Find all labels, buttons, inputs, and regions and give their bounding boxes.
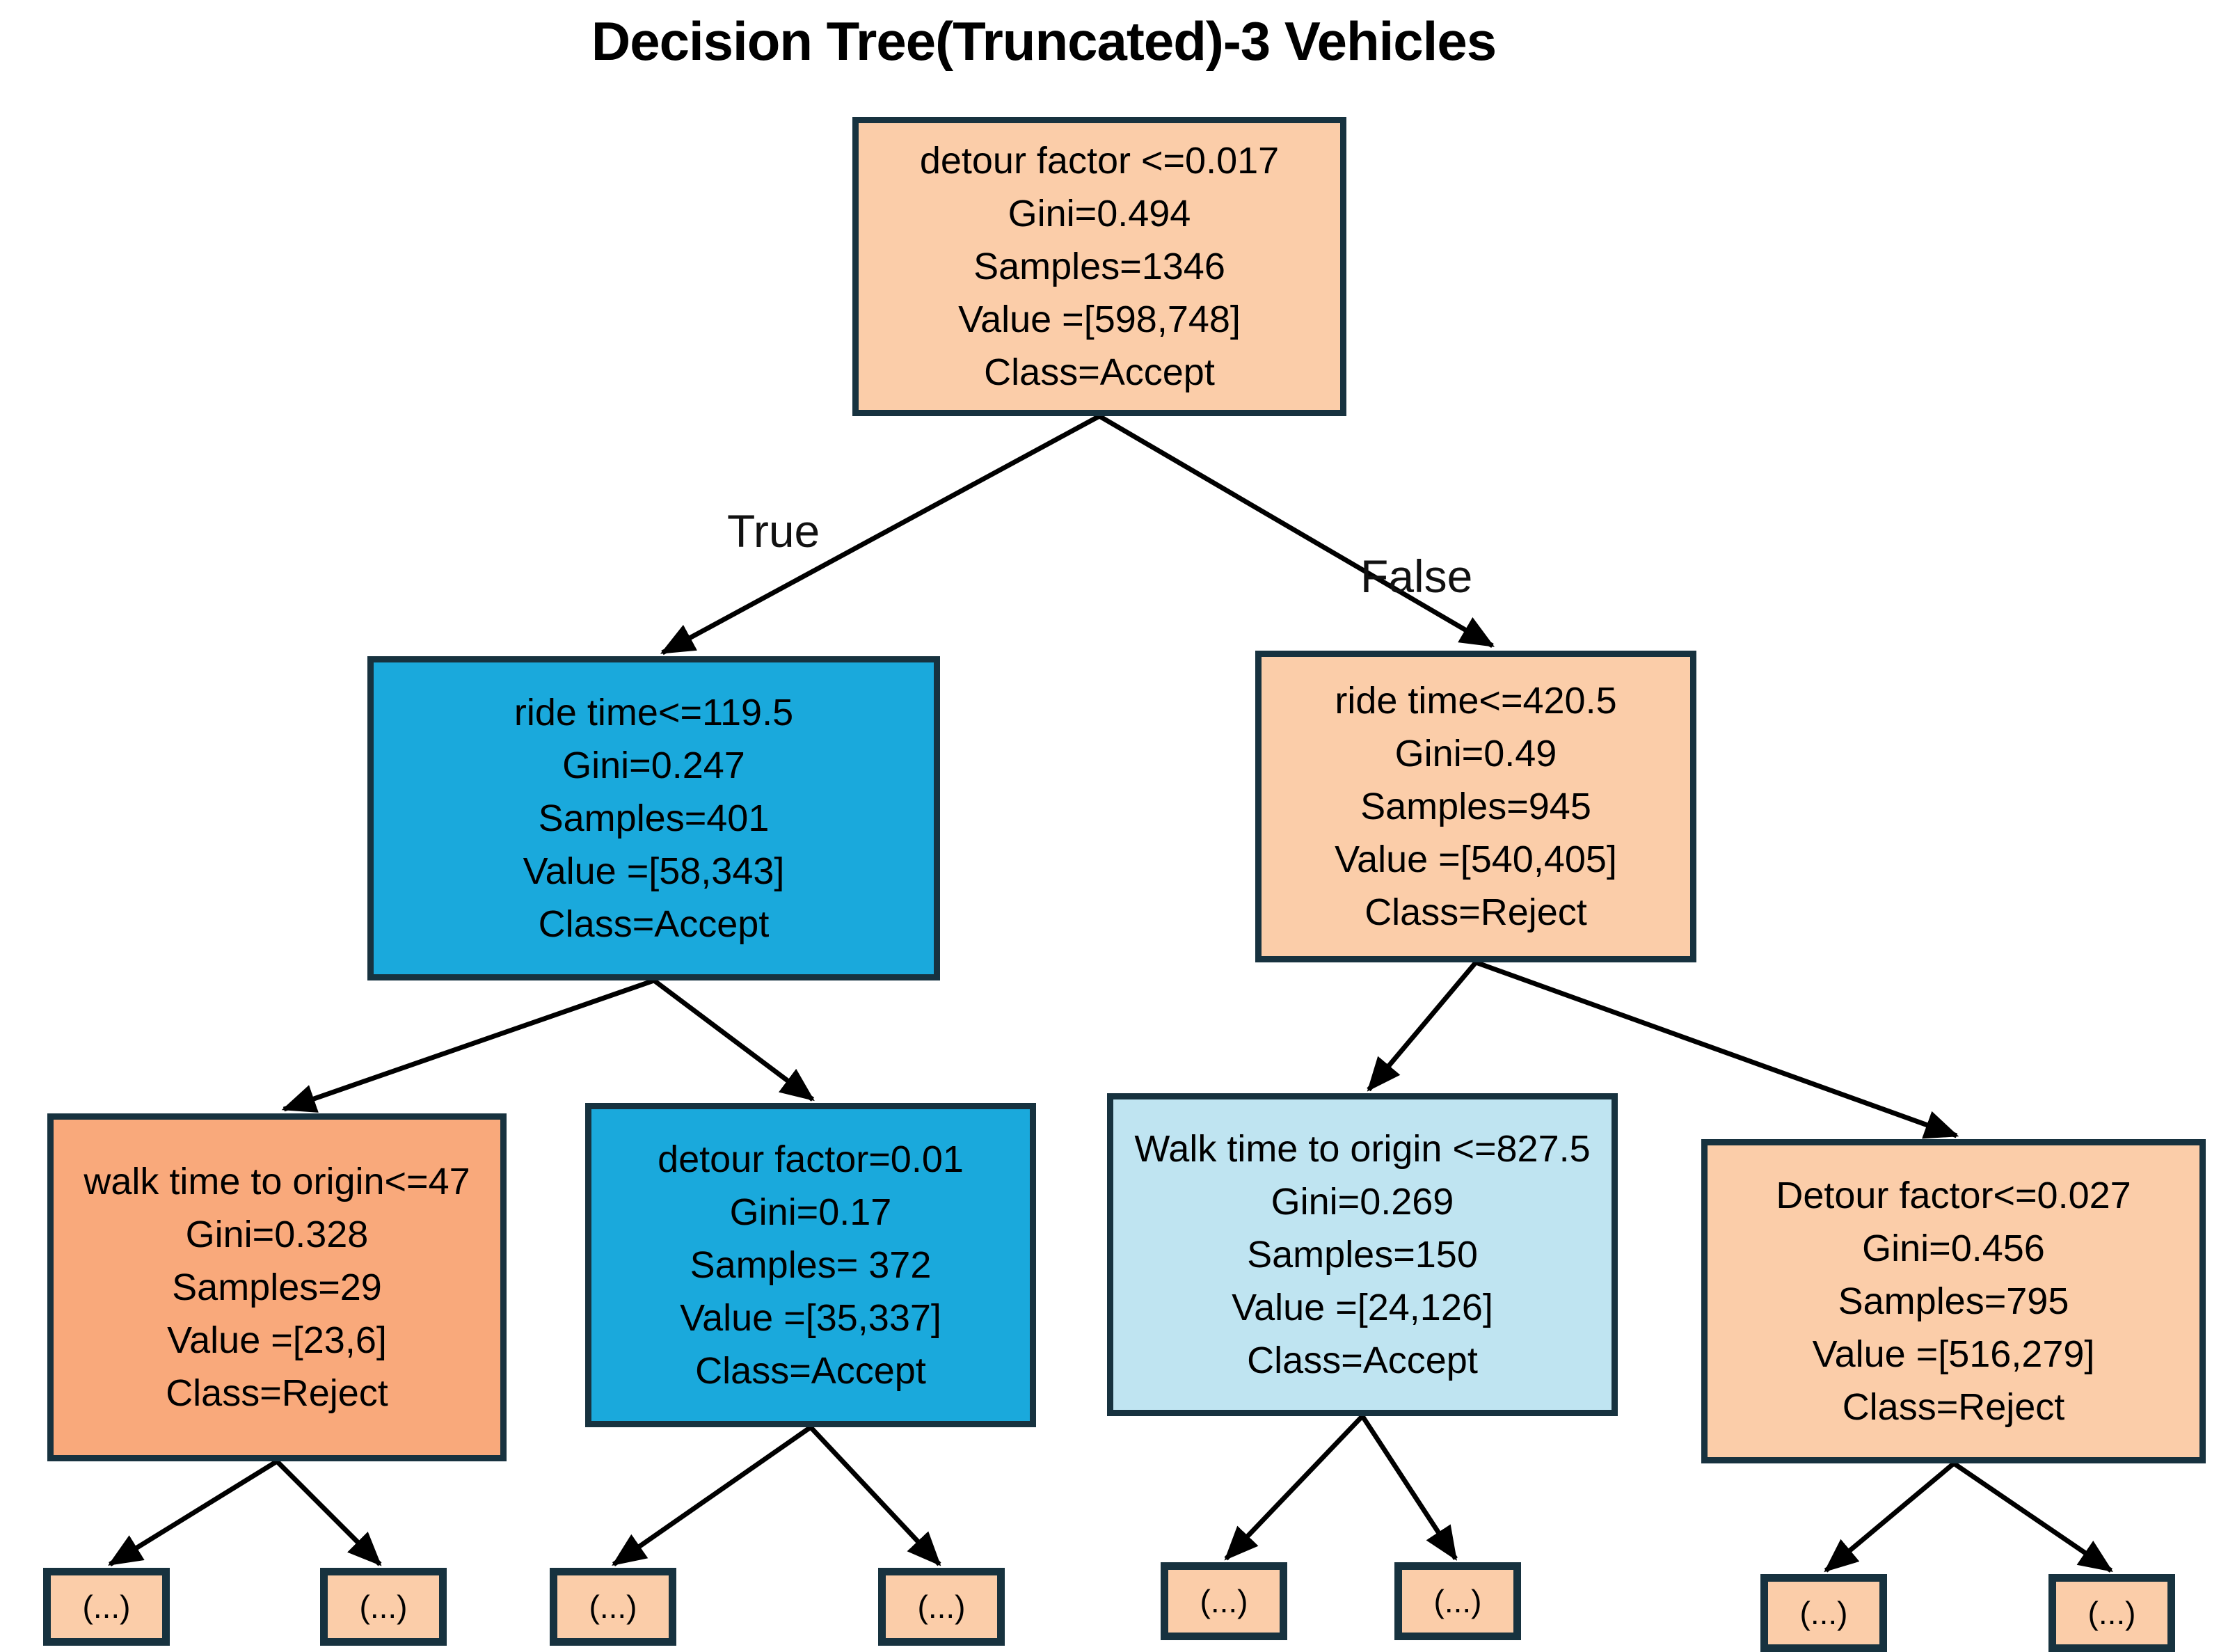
node-class: Class=Accept [984, 351, 1215, 393]
leaf-node-7: (...) [1760, 1574, 1887, 1652]
node-class: Class=Reject [1364, 891, 1587, 933]
tree-node-walk-time-right: Walk time to origin <=827.5 Gini=0.269 S… [1107, 1093, 1618, 1416]
edge-n1-leaf2 [275, 1459, 382, 1566]
edge-label-false: False [1360, 550, 1473, 602]
tree-node-ride-time-true: ride time<=119.5 Gini=0.247 Samples=401 … [367, 656, 940, 980]
leaf-node-2: (...) [320, 1568, 447, 1646]
node-samples: Samples=1346 [973, 246, 1225, 287]
edge-n2-leaf3 [612, 1425, 812, 1566]
leaf-node-6: (...) [1394, 1562, 1521, 1640]
node-class: Class=Accept [538, 903, 770, 945]
edge-root-true [660, 413, 1101, 656]
tree-node-detour-mid: detour factor=0.01 Gini=0.17 Samples= 37… [585, 1103, 1036, 1427]
leaf-node-8: (...) [2048, 1574, 2175, 1652]
leaf-node-3: (...) [550, 1568, 676, 1646]
node-gini: Gini=0.456 [1862, 1228, 2045, 1269]
edge-n4-leaf7 [1824, 1461, 1956, 1573]
node-samples: Samples=795 [1838, 1280, 2069, 1322]
node-gini: Gini=0.328 [185, 1214, 369, 1255]
edge-label-true: True [727, 505, 820, 557]
node-value: Value =[540,405] [1335, 839, 1617, 880]
node-samples: Samples=945 [1360, 786, 1591, 827]
edge-l2left-child2 [652, 978, 815, 1102]
node-gini: Gini=0.17 [729, 1191, 892, 1233]
node-value: Value =[24,126] [1232, 1287, 1493, 1328]
leaf-node-1: (...) [43, 1568, 170, 1646]
diagram-title: Decision Tree(Truncated)-3 Vehicles [591, 10, 1497, 72]
node-value: Value =[35,337] [680, 1297, 941, 1339]
edge-l2right-child1 [1367, 960, 1478, 1092]
node-value: Value =[23,6] [167, 1319, 387, 1361]
node-class: Class=Reject [166, 1372, 388, 1414]
node-gini: Gini=0.494 [1008, 193, 1191, 235]
edge-n1-leaf1 [108, 1459, 278, 1566]
node-gini: Gini=0.247 [562, 745, 745, 786]
node-condition: ride time<=119.5 [514, 692, 794, 733]
edge-n3-leaf5 [1224, 1414, 1364, 1561]
edge-n3-leaf6 [1360, 1415, 1458, 1561]
node-gini: Gini=0.269 [1271, 1181, 1454, 1223]
node-value: Value =[598,748] [958, 299, 1241, 340]
node-samples: Samples=401 [538, 797, 770, 839]
node-value: Value =[58,343] [523, 850, 785, 892]
edge-l2right-child2 [1474, 960, 1959, 1139]
tree-node-root: detour factor <=0.017 Gini=0.494 Samples… [852, 117, 1346, 416]
node-samples: Samples=29 [172, 1266, 382, 1308]
edge-n2-leaf4 [809, 1425, 941, 1566]
node-condition: Walk time to origin <=827.5 [1134, 1128, 1591, 1170]
node-class: Class=Reject [1842, 1386, 2065, 1428]
edge-n4-leaf8 [1952, 1461, 2113, 1573]
tree-node-ride-time-false: ride time<=420.5 Gini=0.49 Samples=945 V… [1255, 651, 1696, 962]
node-samples: Samples=150 [1247, 1234, 1478, 1276]
edge-root-false [1098, 413, 1495, 649]
node-condition: detour factor=0.01 [658, 1138, 964, 1180]
node-gini: Gini=0.49 [1394, 733, 1557, 775]
leaf-node-4: (...) [878, 1568, 1005, 1646]
node-class: Class=Accept [1247, 1340, 1478, 1381]
node-condition: walk time to origin<=47 [83, 1161, 470, 1202]
node-class: Class=Accept [695, 1350, 926, 1392]
node-condition: Detour factor<=0.027 [1776, 1175, 2131, 1216]
tree-node-detour-right: Detour factor<=0.027 Gini=0.456 Samples=… [1701, 1139, 2206, 1463]
node-value: Value =[516,279] [1812, 1333, 2095, 1375]
node-condition: detour factor <=0.017 [919, 140, 1280, 182]
tree-node-walk-time-left: walk time to origin<=47 Gini=0.328 Sampl… [47, 1113, 507, 1461]
edge-l2left-child1 [281, 978, 655, 1113]
node-condition: ride time<=420.5 [1335, 680, 1617, 722]
node-samples: Samples= 372 [690, 1244, 932, 1286]
leaf-node-5: (...) [1161, 1562, 1287, 1640]
